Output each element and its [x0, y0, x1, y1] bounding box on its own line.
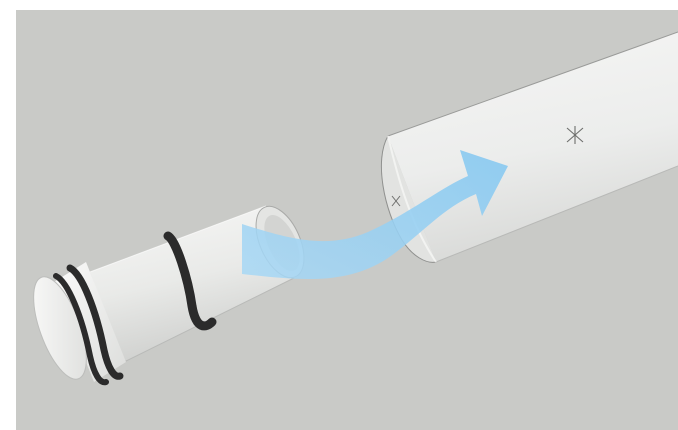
assembly-illustration [33, 31, 678, 386]
long-tube [380, 31, 678, 263]
tube-mark-star [566, 126, 584, 144]
o-ring-rear [163, 231, 217, 331]
o-ring-front-2 [53, 273, 109, 386]
insertion-arrow [242, 150, 508, 280]
illustration-frame [16, 10, 678, 430]
plug-connector [33, 205, 305, 386]
o-ring-front-1 [66, 264, 124, 380]
tube-mark-star-partial [391, 195, 401, 207]
